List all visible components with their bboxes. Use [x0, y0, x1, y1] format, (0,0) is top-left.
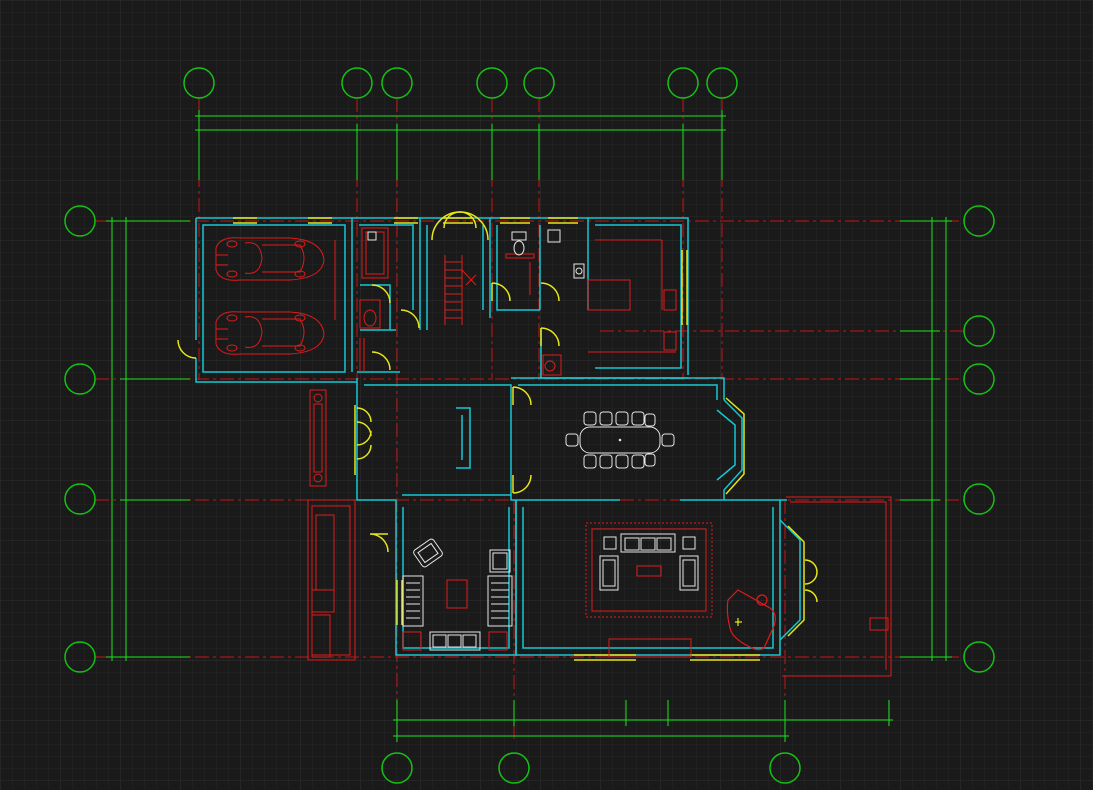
dining-chairs	[565, 411, 675, 469]
axis-marker[interactable]	[476, 67, 508, 99]
axis-marker[interactable]	[381, 67, 413, 99]
car-icon	[215, 311, 325, 355]
rug	[585, 522, 713, 618]
axis-marker[interactable]	[64, 363, 96, 395]
grand-piano-icon	[726, 589, 776, 651]
axis-marker[interactable]	[523, 67, 555, 99]
axis-marker[interactable]	[963, 363, 995, 395]
axis-marker[interactable]	[64, 483, 96, 515]
axis-marker[interactable]	[963, 483, 995, 515]
wall-layer	[195, 217, 801, 656]
axis-marker[interactable]	[381, 752, 413, 784]
dimension-layer	[106, 110, 952, 742]
axis-marker[interactable]	[963, 205, 995, 237]
furniture-layer	[215, 227, 892, 677]
axis-marker[interactable]	[183, 67, 215, 99]
axis-marker[interactable]	[667, 67, 699, 99]
axis-marker[interactable]	[706, 67, 738, 99]
axis-marker[interactable]	[341, 67, 373, 99]
stair-icon	[444, 255, 477, 325]
axis-marker[interactable]	[64, 205, 96, 237]
axis-marker[interactable]	[498, 752, 530, 784]
axis-markers	[64, 67, 995, 784]
window-layer	[177, 211, 818, 661]
fixture-layer	[367, 229, 699, 651]
axis-marker[interactable]	[64, 641, 96, 673]
axis-marker[interactable]	[963, 641, 995, 673]
axis-marker[interactable]	[963, 315, 995, 347]
dining-table	[579, 426, 661, 454]
axis-marker[interactable]	[769, 752, 801, 784]
car-icon	[215, 237, 325, 281]
sofa-icon	[599, 533, 699, 591]
